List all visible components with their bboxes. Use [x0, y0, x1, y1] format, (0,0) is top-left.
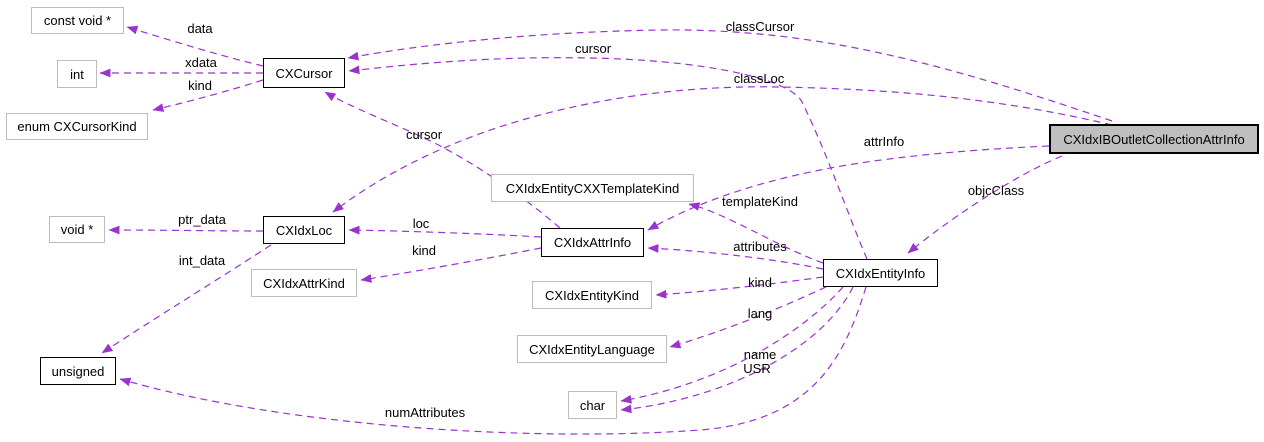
edge-label-kind-entity: kind — [748, 275, 772, 290]
node-cxcursor[interactable]: CXCursor — [263, 58, 345, 88]
edge-loc — [348, 225, 542, 238]
node-cxidxiboutletcollectionattrinfo: CXIdxIBOutletCollectionAttrInfo — [1049, 124, 1259, 154]
edge-label-attributes: attributes — [733, 239, 787, 254]
edge-label-name: name — [743, 347, 777, 362]
edge-label-cursor-entity: cursor — [574, 41, 612, 56]
edge-label-data: data — [187, 21, 213, 36]
node-cxidxentitykind: CXIdxEntityKind — [532, 281, 652, 309]
edge-label-numattributes: numAttributes — [384, 405, 466, 420]
edge-label-xdata: xdata — [185, 55, 217, 70]
edge-label-kind-attr: kind — [412, 243, 436, 258]
node-int: int — [57, 60, 97, 88]
node-cxidxattrkind: CXIdxAttrKind — [251, 269, 357, 297]
node-unsigned[interactable]: unsigned — [40, 357, 116, 385]
edge-label-usr: USR — [743, 361, 771, 376]
edge-label-attrinfo: attrInfo — [863, 134, 905, 149]
node-cxidxattrinfo[interactable]: CXIdxAttrInfo — [541, 228, 644, 257]
edge-kind-entity — [655, 276, 824, 299]
node-void-ptr: void * — [49, 216, 105, 243]
edge-label-ptrdata: ptr_data — [178, 212, 226, 227]
edge-label-classcursor: classCursor — [725, 19, 795, 34]
edge-label-lang: lang — [747, 306, 773, 321]
node-cxidxentityinfo[interactable]: CXIdxEntityInfo — [823, 259, 938, 287]
node-const-void-ptr: const void * — [31, 7, 124, 34]
node-char: char — [568, 391, 617, 419]
edge-kind-attr — [360, 247, 542, 283]
edge-label-templatekind: templateKind — [722, 194, 798, 209]
edge-objcclass — [907, 155, 1063, 254]
node-cxidxentitylanguage: CXIdxEntityLanguage — [517, 335, 667, 363]
edge-cursor-attr — [324, 91, 561, 229]
node-cxidxloc[interactable]: CXIdxLoc — [263, 216, 345, 244]
edge-label-objcclass: objcClass — [967, 183, 1025, 198]
edge-label-intdata: int_data — [178, 253, 226, 268]
edge-label-kind-cursor: kind — [188, 78, 212, 93]
edge-ptrdata — [108, 225, 264, 235]
edge-label-loc: loc — [412, 216, 430, 231]
node-cxidxentitycxxtemplatekind: CXIdxEntityCXXTemplateKind — [491, 174, 694, 202]
edge-label-cursor-attr: cursor — [405, 127, 443, 142]
node-enum-cxcursorkind: enum CXCursorKind — [6, 113, 148, 140]
edge-label-classloc: classLoc — [733, 71, 785, 86]
edge-classcursor — [347, 29, 1113, 122]
